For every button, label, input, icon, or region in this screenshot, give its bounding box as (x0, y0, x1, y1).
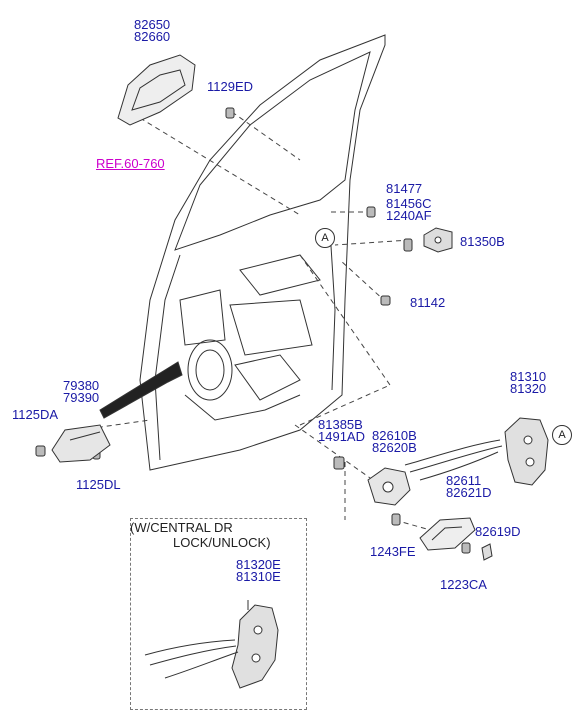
door-frame-window (174, 51, 371, 251)
label-81320: 81320 (510, 381, 547, 396)
label-81477: 81477 (386, 181, 423, 196)
label-82610B: 82610B (372, 428, 417, 443)
label-1223CA: 1223CA (440, 577, 487, 592)
door-check-79380 (51, 424, 111, 463)
inset-latch-81320E (144, 600, 279, 689)
label-81310: 81310 (510, 369, 547, 384)
label-81350B: 81350B (460, 234, 505, 249)
label-81456C: 81456C (386, 196, 432, 211)
inset-note-line2: LOCK/UNLOCK) (173, 535, 271, 550)
pad-82619D (481, 543, 493, 561)
bolt-1129ED (225, 107, 235, 119)
label-1243FE: 1243FE (370, 544, 416, 559)
callout-a-door: A (315, 228, 335, 248)
inside-handle-82650 (117, 54, 196, 126)
label-82611: 82611 (446, 473, 482, 488)
striker-81350B (423, 227, 453, 253)
check-link-arm (99, 361, 183, 419)
label-79390: 79390 (63, 390, 100, 405)
label-82660: 82660 (134, 29, 171, 44)
label-1491AD: 1491AD (318, 429, 365, 444)
outside-handle-cover-82611 (419, 517, 476, 551)
door-frame-outer (139, 34, 386, 471)
callout-a-latch: A (552, 425, 572, 445)
label-82650: 82650 (134, 17, 171, 32)
label-81385B: 81385B (318, 417, 363, 432)
label-82620B: 82620B (372, 440, 417, 455)
label-1240AF: 1240AF (386, 208, 432, 223)
label-81320E: 81320E (236, 557, 281, 572)
inset-note-line1: (W/CENTRAL DR (130, 520, 233, 535)
inner-panel-cutout (229, 299, 313, 356)
label-1125DA: 1125DA (12, 407, 59, 422)
outside-handle-bracket-82610B (367, 467, 411, 506)
label-1125DL: 1125DL (76, 477, 121, 492)
ref-60-760: REF.60-760 (96, 156, 165, 171)
label-81142: 81142 (410, 295, 446, 310)
label-1129ED: 1129ED (207, 79, 254, 94)
label-81310E: 81310E (236, 569, 281, 584)
label-82621D: 82621D (446, 485, 492, 500)
label-79380: 79380 (63, 378, 100, 393)
door-latch-81310 (404, 417, 549, 486)
central-lock-inset (130, 518, 307, 710)
label-82619D: 82619D (475, 524, 521, 539)
